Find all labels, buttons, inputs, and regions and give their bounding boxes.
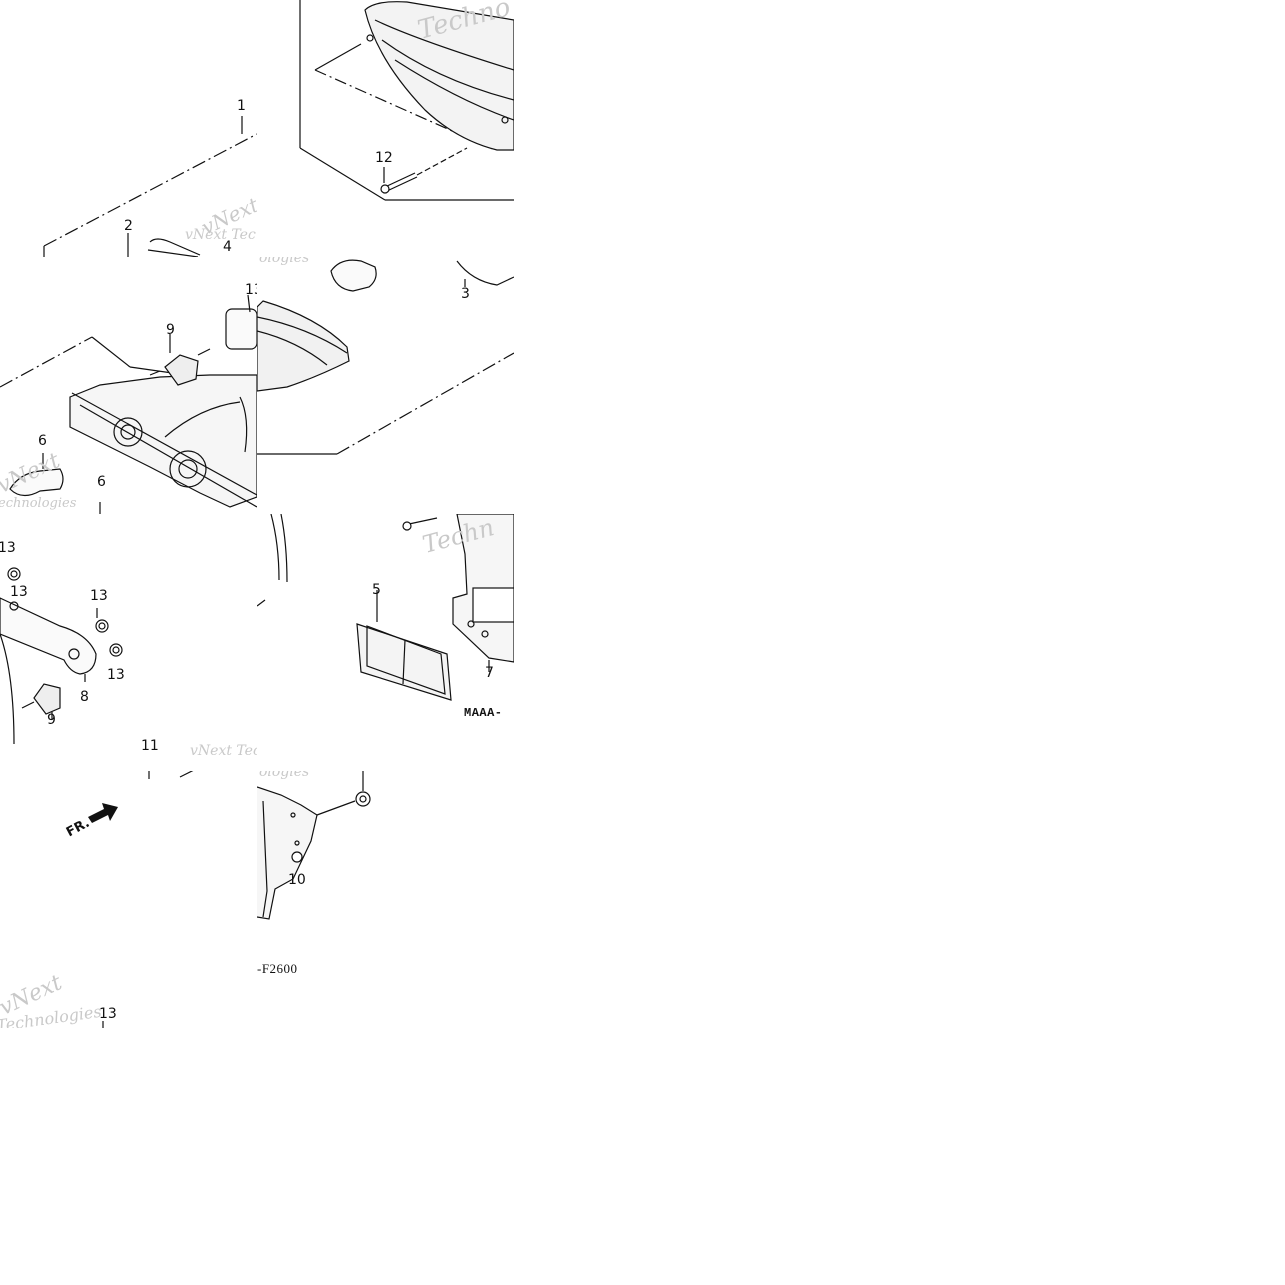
callout-13-b: 13 <box>90 588 108 604</box>
callout-9-upper: 9 <box>166 322 175 338</box>
watermark-vnext-tec-g: vNext Tec <box>190 743 257 759</box>
callout-3: 3 <box>461 286 470 302</box>
callout-9-lower: 9 <box>47 712 56 728</box>
callout-8: 8 <box>80 689 89 705</box>
tile-e-linework <box>257 259 514 455</box>
watermark-vnext-tec: vNext Tec <box>185 227 256 243</box>
callout-13-c: 13 <box>107 667 125 683</box>
tile-k-linework <box>257 771 371 920</box>
callout-12: 12 <box>375 150 393 166</box>
callout-11: 11 <box>141 738 159 754</box>
callout-13-edge: 13 <box>0 540 16 556</box>
callout-4: 4 <box>223 239 232 255</box>
diagram-tile-d: 9 6 6 13 vNext echnologies <box>0 257 257 514</box>
diagram-tile-j: FR. 13 vNext Technologies <box>0 771 257 1028</box>
diagram-tile-k: 10 -F2600 ologies <box>257 771 514 1028</box>
callout-6-right: 6 <box>97 474 106 490</box>
tile-d-linework <box>0 294 257 514</box>
tile-j-linework <box>88 771 194 1028</box>
diagram-tile-a: 1 2 4 vNext Tec vNext <box>0 0 257 257</box>
tile-a-linework <box>43 116 257 257</box>
callout-7: 7 <box>485 665 494 681</box>
diagram-tile-e: 3 ologies <box>257 257 514 514</box>
tile-g-linework <box>0 567 123 745</box>
callout-1: 1 <box>237 98 246 114</box>
tile-h-linework <box>257 514 514 701</box>
callout-6-left: 6 <box>38 433 47 449</box>
diagram-tile-g: 13 13 13 8 9 11 13 vNext Tec <box>0 514 257 771</box>
diagram-tile-b: 12 Techno <box>257 0 514 257</box>
callout-10: 10 <box>288 872 306 888</box>
diagram-code-f2600: -F2600 <box>257 961 298 976</box>
callout-2: 2 <box>124 218 133 234</box>
callout-13-bottom: 13 <box>99 1006 117 1022</box>
callout-13-a: 13 <box>10 584 28 600</box>
diagram-tile-h: 5 7 MAAA- Techn <box>257 514 514 771</box>
front-direction-arrow-icon <box>88 803 118 823</box>
watermark-echnologies-d: echnologies <box>0 496 77 511</box>
watermark-ologies-e: ologies <box>259 257 310 266</box>
watermark-ologies-k: ologies <box>259 771 310 780</box>
callout-13-top: 13 <box>245 282 257 298</box>
diagram-code-maaa: MAAA- <box>464 706 503 720</box>
callout-5: 5 <box>372 582 381 598</box>
tile-b-linework <box>299 0 514 201</box>
